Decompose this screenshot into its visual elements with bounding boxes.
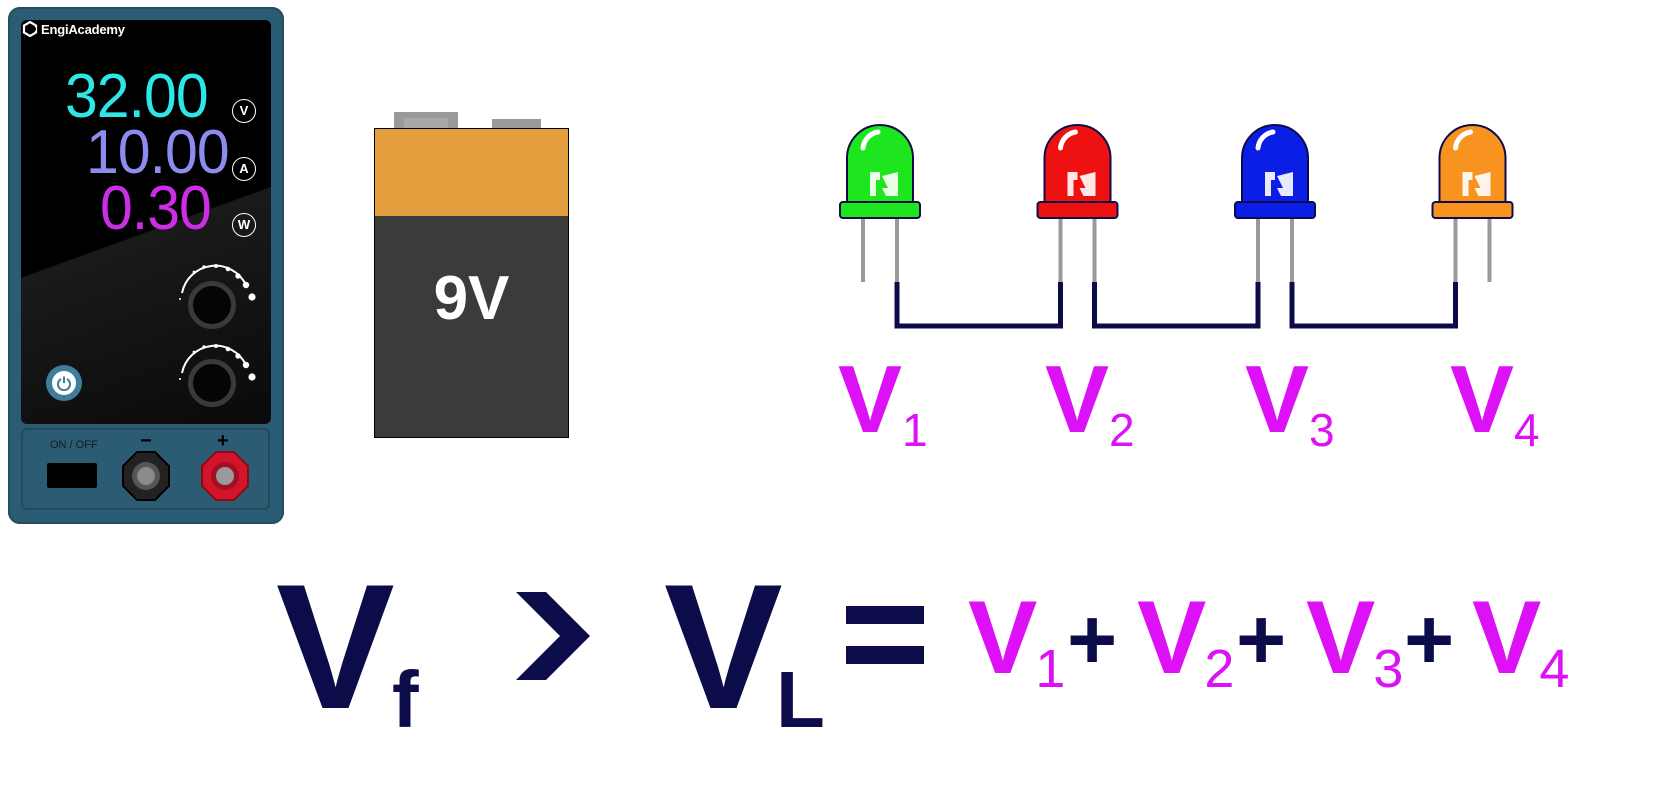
voltage-knob[interactable] (188, 281, 236, 329)
equation-term-2-sub: 2 (1204, 639, 1235, 699)
series-wire-1 (894, 282, 1063, 329)
brand-logo: EngiAcademy (22, 21, 125, 37)
led-rim (1234, 201, 1316, 219)
led-anvil (870, 172, 880, 196)
power-button-face (52, 371, 76, 395)
voltage-unit-badge: V (232, 99, 256, 123)
led-post (1277, 172, 1293, 196)
equation-lhs-sub: f (392, 655, 419, 744)
equals-sign (846, 606, 924, 664)
led-dome (1241, 124, 1309, 205)
led-label-3-sub: 3 (1309, 404, 1335, 456)
equation-term-4-sub: 4 (1539, 639, 1570, 699)
led-2 (1036, 124, 1119, 282)
led-rim (1036, 201, 1119, 219)
led-label-3: V3 (1245, 352, 1335, 454)
battery-top-band (375, 129, 568, 216)
positive-sign: + (217, 430, 229, 452)
led-dome (846, 124, 914, 205)
led-label-2-letter: V (1045, 346, 1109, 453)
led-post (1474, 172, 1491, 196)
plus-sign-3: + (1404, 592, 1455, 688)
power-button[interactable] (46, 365, 82, 401)
led-label-2: V2 (1045, 352, 1135, 454)
plus-sign-1: + (1067, 592, 1118, 688)
led-series-circuit (839, 124, 1514, 329)
brand-name: EngiAcademy (41, 21, 125, 37)
positive-terminal[interactable] (199, 450, 251, 502)
equation-term-3: V3 (1306, 586, 1403, 696)
battery-terminal-negative-inner (404, 118, 448, 129)
led-label-1-sub: 1 (902, 404, 928, 456)
onoff-switch[interactable] (47, 463, 97, 488)
psu-display (21, 20, 271, 424)
battery-terminal-positive (492, 119, 541, 129)
led-highlight (1058, 129, 1078, 151)
led-dome (1043, 124, 1112, 205)
equation-term-1-letter: V (968, 580, 1037, 696)
led-label-2-sub: 2 (1109, 404, 1135, 456)
equation-lhs: V (276, 547, 395, 746)
equation-term-3-letter: V (1306, 580, 1375, 696)
led-label-4: V4 (1450, 352, 1540, 454)
current-unit-badge: A (232, 157, 256, 181)
battery-voltage-label: 9V (433, 264, 510, 333)
negative-sign: − (140, 430, 152, 452)
led-label-3-letter: V (1245, 346, 1309, 453)
voltage-readout: 32.00 (65, 62, 209, 131)
power-unit-badge: W (232, 213, 256, 237)
led-4 (1431, 124, 1514, 282)
engiacademy-logo-icon (22, 21, 38, 37)
led-3 (1234, 124, 1316, 282)
current-knob[interactable] (188, 359, 236, 407)
led-post (1079, 172, 1096, 196)
series-wire-2 (1092, 282, 1261, 329)
led-anvil (1067, 172, 1078, 196)
negative-terminal[interactable] (120, 450, 172, 502)
power-icon (57, 376, 71, 391)
equation-term-2: V2 (1137, 586, 1234, 696)
led-highlight (1453, 129, 1473, 151)
led-highlight (860, 129, 881, 151)
led-label-4-letter: V (1450, 346, 1514, 453)
led-anvil (1462, 172, 1473, 196)
greater-than-sign (516, 592, 590, 680)
current-readout: 10.00 (86, 118, 230, 187)
equation-term-1: V1 (968, 586, 1065, 696)
equation-term-2-letter: V (1137, 580, 1206, 696)
equation-term-1-sub: 1 (1035, 639, 1066, 699)
series-wire-3 (1289, 282, 1458, 329)
led-highlight (1255, 129, 1276, 151)
equation-term-3-sub: 3 (1373, 639, 1404, 699)
equation-mid: V (664, 547, 783, 746)
led-dome (1438, 124, 1507, 205)
led-post (882, 172, 898, 196)
onoff-label: ON / OFF (50, 439, 98, 451)
equation-mid-sub: L (776, 655, 825, 744)
led-label-1-letter: V (838, 346, 902, 453)
equation-term-4-letter: V (1472, 580, 1541, 696)
knob-dial-scales (179, 264, 256, 381)
plus-sign-2: + (1236, 592, 1287, 688)
led-label-1: V1 (838, 352, 928, 454)
led-rim (1431, 201, 1514, 219)
display-glare (21, 20, 271, 424)
led-anvil (1265, 172, 1275, 196)
led-label-4-sub: 4 (1514, 404, 1540, 456)
power-readout: 0.30 (100, 174, 212, 243)
led-rim (839, 201, 921, 219)
equation-term-4: V4 (1472, 586, 1569, 696)
led-1 (839, 124, 921, 282)
